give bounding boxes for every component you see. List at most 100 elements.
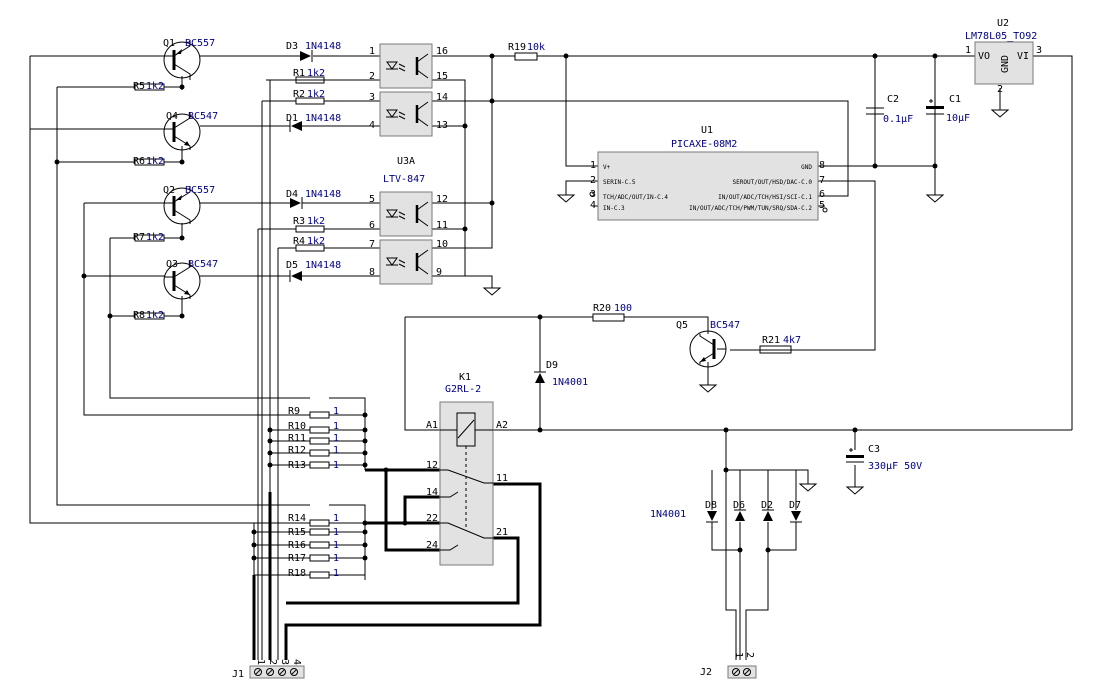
c1-ref: C1 xyxy=(949,94,961,105)
u3-ref: U3A xyxy=(397,156,415,167)
r1-value: 1k2 xyxy=(307,68,325,79)
r2-ref: R2 xyxy=(293,89,305,100)
opto-pin-11: 11 xyxy=(436,220,448,231)
u1-ref: U1 xyxy=(701,125,713,136)
diode-d4 xyxy=(290,197,303,209)
u1-pin-gnd: GND xyxy=(801,164,812,171)
c3-value: 330µF 50V xyxy=(868,461,922,472)
u1-pin-serin: SERIN-C.5 xyxy=(603,179,636,186)
regulator-u2 xyxy=(974,41,1034,85)
j1-pin-1: 1 xyxy=(255,659,266,665)
r14-ref: R14 xyxy=(288,513,306,524)
q4-value: BC547 xyxy=(188,111,218,122)
r19-value: 10k xyxy=(527,42,545,53)
j1-pin-4: 4 xyxy=(291,659,302,665)
q5-ref: Q5 xyxy=(676,320,688,331)
u1-pin-5: 5 xyxy=(819,200,825,211)
k1-pin-22: 22 xyxy=(426,513,438,524)
opto-pin-15: 15 xyxy=(436,71,448,82)
diode-d8 xyxy=(706,511,718,523)
diode-d1 xyxy=(289,120,302,132)
r8-ref: R8 xyxy=(133,310,145,321)
r7-ref: R7 xyxy=(133,232,145,243)
u1-pin-c1: IN/OUT/ADC/TCH/HSI/SCI-C.1 xyxy=(718,194,812,201)
r1-ref: R1 xyxy=(293,68,305,79)
j2-ref: J2 xyxy=(700,667,712,678)
r3-value: 1k2 xyxy=(307,216,325,227)
opto-pin-13: 13 xyxy=(436,120,448,131)
connector-j1 xyxy=(249,665,305,679)
opto-pin-16: 16 xyxy=(436,46,448,57)
d3-value: 1N4148 xyxy=(305,41,341,52)
k1-pin-11: 11 xyxy=(496,473,508,484)
d4-value: 1N4148 xyxy=(305,189,341,200)
opto-pin-2: 2 xyxy=(369,71,375,82)
r6-value: 1k2 xyxy=(146,156,164,167)
bridge-value: 1N4001 xyxy=(650,509,686,520)
u1-pin-1: 1 xyxy=(590,160,596,171)
resistors-input xyxy=(134,52,792,354)
c1-value: 10µF xyxy=(946,113,970,124)
u2-pin-1: 1 xyxy=(965,45,971,56)
k1-pin-21: 21 xyxy=(496,527,508,538)
transistor-q1 xyxy=(163,40,201,80)
q4-ref: Q4 xyxy=(166,111,178,122)
u2-pin-3: 3 xyxy=(1036,45,1042,56)
r18-value: 1 xyxy=(333,568,339,579)
d5-ref: D5 xyxy=(286,260,298,271)
opto-pin-8: 8 xyxy=(369,267,375,278)
wires xyxy=(29,55,1073,660)
ic-u1 xyxy=(597,151,819,221)
d7-ref: D7 xyxy=(789,500,801,511)
opto-pin-3: 3 xyxy=(369,92,375,103)
r7-value: 1k2 xyxy=(146,232,164,243)
k1-pin-14: 14 xyxy=(426,487,438,498)
k1-pin-12: 12 xyxy=(426,460,438,471)
capacitor-c1 xyxy=(926,56,944,166)
diode-d7 xyxy=(790,511,802,523)
u1-pin-4: 4 xyxy=(590,200,596,211)
r12-value: 1 xyxy=(333,445,339,456)
r17-ref: R17 xyxy=(288,553,306,564)
u3-value: LTV-847 xyxy=(383,174,425,185)
j1-pin-2: 2 xyxy=(267,659,278,665)
u2-value: LM78L05_TO92 xyxy=(965,31,1037,42)
d4-ref: D4 xyxy=(286,189,298,200)
r15-ref: R15 xyxy=(288,527,306,538)
capacitor-c3 xyxy=(846,448,864,463)
r8-value: 1k2 xyxy=(146,310,164,321)
opto-channel-2 xyxy=(386,101,429,127)
j1-ref: J1 xyxy=(232,669,244,680)
r10-ref: R10 xyxy=(288,421,306,432)
r10-value: 1 xyxy=(333,421,339,432)
opto-pin-6: 6 xyxy=(369,220,375,231)
u2-pin-vo: VO xyxy=(978,51,990,62)
transistor-q4 xyxy=(163,112,201,151)
k1-pin-24: 24 xyxy=(426,540,438,551)
u1-value: PICAXE-08M2 xyxy=(671,139,737,150)
diode-d9 xyxy=(534,371,546,383)
q5-value: BC547 xyxy=(710,320,740,331)
r4-ref: R4 xyxy=(293,236,305,247)
r21-ref: R21 xyxy=(762,335,780,346)
j1-pin-3: 3 xyxy=(279,659,290,665)
r17-value: 1 xyxy=(333,553,339,564)
opto-pin-9: 9 xyxy=(436,267,442,278)
j2-pin-1: 1 xyxy=(733,652,744,658)
r9-ref: R9 xyxy=(288,406,300,417)
r3-ref: R3 xyxy=(293,216,305,227)
d1-ref: D1 xyxy=(286,113,298,124)
u1-pin-2: 2 xyxy=(590,175,596,186)
r6-ref: R6 xyxy=(133,156,145,167)
opto-pin-14: 14 xyxy=(436,92,448,103)
q1-ref: Q1 xyxy=(163,38,175,49)
opto-pin-5: 5 xyxy=(369,194,375,205)
diode-d5 xyxy=(289,270,302,282)
opto-pin-10: 10 xyxy=(436,239,448,250)
r15-value: 1 xyxy=(333,527,339,538)
u1-pin-7: 7 xyxy=(819,175,825,186)
r2-value: 1k2 xyxy=(307,89,325,100)
q2-value: BC557 xyxy=(185,185,215,196)
transistor-q2 xyxy=(163,186,201,225)
